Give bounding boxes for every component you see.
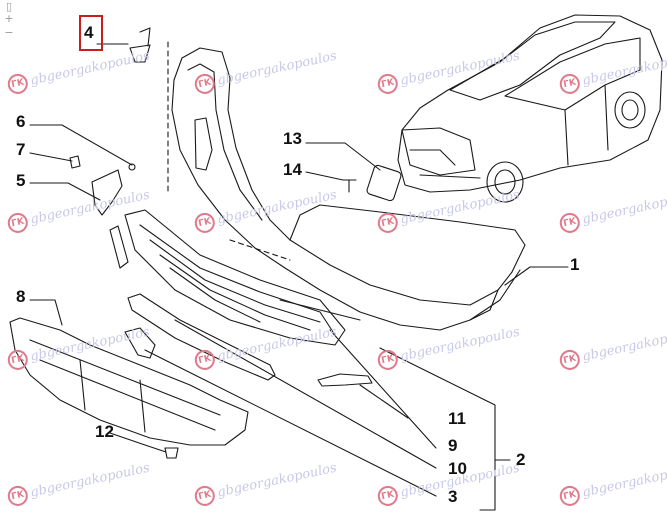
grille-part (124, 209, 346, 346)
lower-trim-part (124, 327, 156, 359)
watermark-logo-icon: ΓΚ (5, 211, 30, 235)
top-bracket-part (129, 27, 151, 63)
watermark-logo-icon: ΓΚ (557, 72, 582, 96)
callout-11[interactable]: 11 (448, 409, 466, 428)
watermark-logo-icon: ΓΚ (557, 348, 582, 372)
callout-12[interactable]: 12 (95, 422, 114, 441)
callout-6[interactable]: 6 (16, 112, 26, 131)
page-icon[interactable]: ▯ (5, 0, 13, 13)
watermark-logo-icon: ΓΚ (375, 484, 400, 508)
callout-10[interactable]: 10 (448, 459, 467, 478)
callout-5[interactable]: 5 (16, 171, 26, 190)
mounting-bracket-part (366, 164, 402, 202)
bracket-part (91, 169, 123, 216)
clip-part (69, 155, 81, 169)
watermark-logo-icon: ΓΚ (192, 348, 217, 372)
bumper-cover-part (171, 47, 526, 331)
callout-7[interactable]: 7 (16, 140, 26, 159)
watermark-logo-icon: ΓΚ (192, 72, 217, 96)
callout-8[interactable]: 8 (16, 287, 26, 306)
zoom-out-icon[interactable]: − (4, 26, 14, 39)
callout-9[interactable]: 9 (448, 436, 458, 455)
watermark-logo-icon: ΓΚ (375, 72, 400, 96)
callout-14[interactable]: 14 (283, 160, 302, 179)
watermark-logo-icon: ΓΚ (5, 484, 30, 508)
watermark-logo-icon: ΓΚ (557, 211, 582, 235)
screw-part (342, 179, 357, 193)
watermark-logo-icon: ΓΚ (192, 484, 217, 508)
undertray-part (9, 317, 249, 446)
zoom-in-icon[interactable]: + (4, 12, 14, 25)
watermark-logo-icon: ΓΚ (375, 211, 400, 235)
watermark-logo-icon: ΓΚ (192, 211, 217, 235)
callout-1[interactable]: 1 (570, 255, 580, 274)
moulding-strip-part (127, 293, 276, 381)
side-trim-part (317, 373, 373, 387)
bottom-screw-part (164, 447, 179, 459)
watermark-logo-icon: ΓΚ (375, 348, 400, 372)
callout-2[interactable]: 2 (516, 450, 526, 469)
selected-part-highlight (79, 15, 103, 51)
callout-3[interactable]: 3 (448, 487, 458, 506)
watermark-logo-icon: ΓΚ (5, 348, 30, 372)
vertical-strip-part (109, 225, 129, 269)
fastener-part (128, 163, 136, 171)
watermark-logo-icon: ΓΚ (557, 484, 582, 508)
car-illustration (397, 14, 663, 203)
callout-4[interactable]: 4 (84, 23, 94, 42)
callout-13[interactable]: 13 (283, 129, 302, 148)
watermark-logo-icon: ΓΚ (5, 72, 30, 96)
